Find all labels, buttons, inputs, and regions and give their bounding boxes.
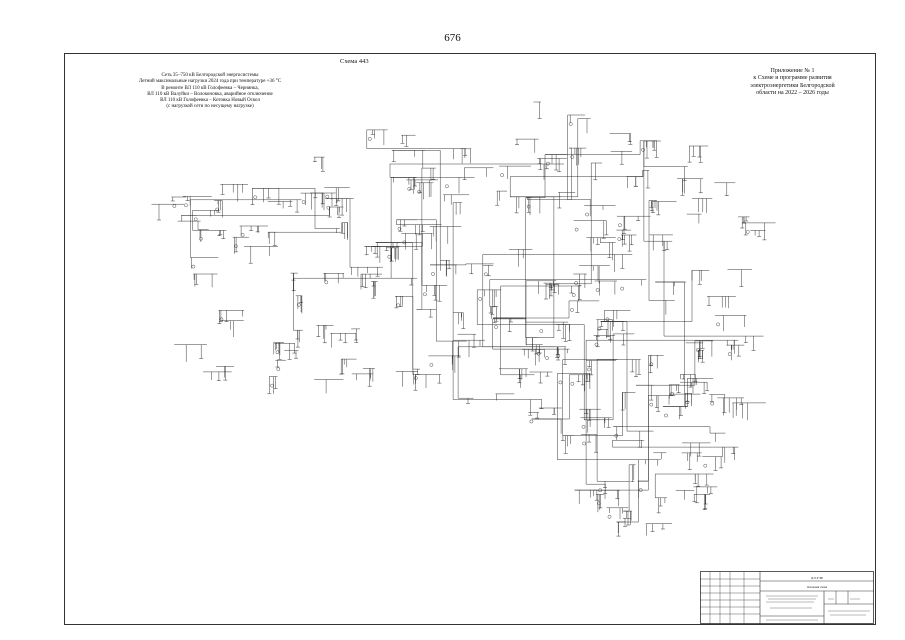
- transformer-symbol: [270, 383, 274, 388]
- transformer-symbol: [276, 367, 281, 372]
- transformer-symbol: [556, 353, 561, 358]
- transformer-symbol: [198, 236, 203, 241]
- transformer-symbol: [275, 350, 280, 355]
- transformer-symbol: [191, 264, 196, 269]
- scheme-description: Сеть 35–750 кВ Белгородской энергосистем…: [135, 73, 285, 111]
- transformer-symbol: [326, 205, 331, 210]
- transformer-symbol: [215, 207, 219, 212]
- transformer-symbol: [664, 413, 668, 418]
- transformer-symbol: [387, 254, 392, 259]
- transformer-symbol: [605, 317, 610, 322]
- title-block: ДЭ-ГЭР Основная схема: [700, 571, 874, 624]
- transformer-symbol: [581, 424, 586, 429]
- scheme-description-line: ВЛ 110 кВ Голофеевка – Котовка Новый Оск…: [160, 98, 260, 104]
- transformer-symbol: [745, 230, 750, 234]
- transformer-symbol: [617, 237, 622, 241]
- transformer-symbol: [529, 419, 534, 424]
- transformer-symbol: [649, 362, 654, 367]
- transformer-symbol: [558, 380, 563, 385]
- transformer-symbol: [716, 322, 720, 327]
- transformer-symbol: [494, 325, 498, 329]
- transformer-symbol: [301, 200, 306, 204]
- appendix-line: электроэнергетики Белгородской: [750, 82, 835, 89]
- transformer-symbol: [703, 463, 708, 468]
- transformer-symbol: [423, 292, 427, 297]
- transmission-lines: [151, 101, 776, 537]
- transformer-symbol: [219, 317, 224, 322]
- transformer-symbol: [696, 348, 700, 352]
- transformer-symbol: [483, 272, 488, 277]
- transformer-symbol: [641, 147, 645, 152]
- transformer-symbol: [597, 501, 601, 506]
- transformer-symbol: [582, 441, 586, 446]
- drawing-sheet: [64, 53, 876, 625]
- transformer-symbol: [324, 280, 329, 285]
- title-block-grid: [700, 571, 874, 624]
- transformer-symbol: [367, 137, 372, 141]
- grid-lines: [151, 101, 776, 537]
- transformer-symbol: [597, 326, 602, 331]
- transformer-symbol: [526, 204, 531, 209]
- transformer-symbol: [670, 391, 674, 396]
- scheme-description-line: Сеть 35–750 кВ Белгородской энергосистем…: [161, 73, 259, 78]
- transformer-symbol: [417, 189, 422, 194]
- scheme-title: Схема 443: [340, 58, 369, 65]
- transformer-symbol: [172, 204, 177, 208]
- transformer-symbol: [545, 356, 549, 360]
- transformer-symbol: [638, 488, 643, 492]
- title-block-name: Основная схема: [806, 585, 828, 589]
- appendix-line: к Схеме и программе развития: [753, 75, 832, 82]
- page-number: 676: [444, 32, 461, 44]
- transformer-symbol: [710, 401, 715, 406]
- transformer-symbol: [193, 217, 198, 222]
- transformer-symbol: [233, 244, 238, 248]
- transformer-symbol: [620, 286, 625, 291]
- transformer-symbol: [594, 342, 599, 347]
- transformer-symbol: [429, 363, 434, 367]
- transformer-symbol: [536, 351, 541, 356]
- transformer-symbol: [570, 381, 575, 386]
- appendix-line: Приложение № 1: [770, 68, 815, 74]
- transformer-symbol: [574, 281, 579, 285]
- scheme-description-line: (с нагрузкой сети по несущему нагрузке): [166, 104, 254, 110]
- transformer-symbol: [618, 223, 622, 227]
- transformer-symbol: [184, 203, 188, 208]
- transformer-symbol: [431, 272, 435, 276]
- transformer-symbol: [546, 161, 550, 166]
- appendix-caption: Приложение № 1 к Схеме и программе разви…: [705, 68, 880, 97]
- transformer-symbol: [500, 173, 504, 177]
- transformer-symbol: [402, 240, 407, 245]
- transformer-symbol: [571, 293, 576, 297]
- scheme-description-line: Летний максимальные нагрузки 2024 года п…: [138, 79, 282, 85]
- transformer-symbol: [568, 122, 573, 126]
- transformer-symbol: [397, 226, 402, 231]
- appendix-line: области на 2022 – 2026 годы: [756, 89, 829, 96]
- transformer-symbol: [570, 308, 574, 312]
- transformer-symbol: [649, 402, 654, 407]
- transformer-symbol: [685, 400, 690, 405]
- transformer-symbol: [727, 352, 732, 356]
- transformer-symbol: [407, 187, 412, 191]
- transformer-symbol: [296, 302, 301, 307]
- transformer-symbol: [570, 155, 575, 159]
- transformer-symbol: [587, 367, 591, 372]
- transformer-symbol: [607, 515, 612, 519]
- transformer-symbol: [539, 329, 544, 333]
- transformer-symbol: [445, 184, 449, 189]
- transformer-symbol: [253, 195, 257, 200]
- transformer-symbol: [413, 376, 418, 380]
- transformer-symbol: [614, 433, 619, 438]
- transformer-symbol: [595, 288, 600, 292]
- title-block-code: ДЭ-ГЭР: [810, 576, 824, 580]
- scheme-description-line: В ремонте ВЛ 110 кВ Голофеевка – Чернянк…: [161, 85, 259, 91]
- transformer-symbol: [574, 227, 579, 232]
- transformer-symbol: [585, 212, 589, 217]
- transformer-symbol: [478, 297, 483, 301]
- transformer-symbol: [325, 194, 330, 199]
- transformer-symbol: [598, 488, 602, 493]
- scheme-description-line: ВЛ 110 кВ Валуйки – Волоконовка, аварийн…: [147, 91, 273, 97]
- transformer-symbol: [396, 303, 401, 308]
- transformer-symbol: [240, 233, 245, 237]
